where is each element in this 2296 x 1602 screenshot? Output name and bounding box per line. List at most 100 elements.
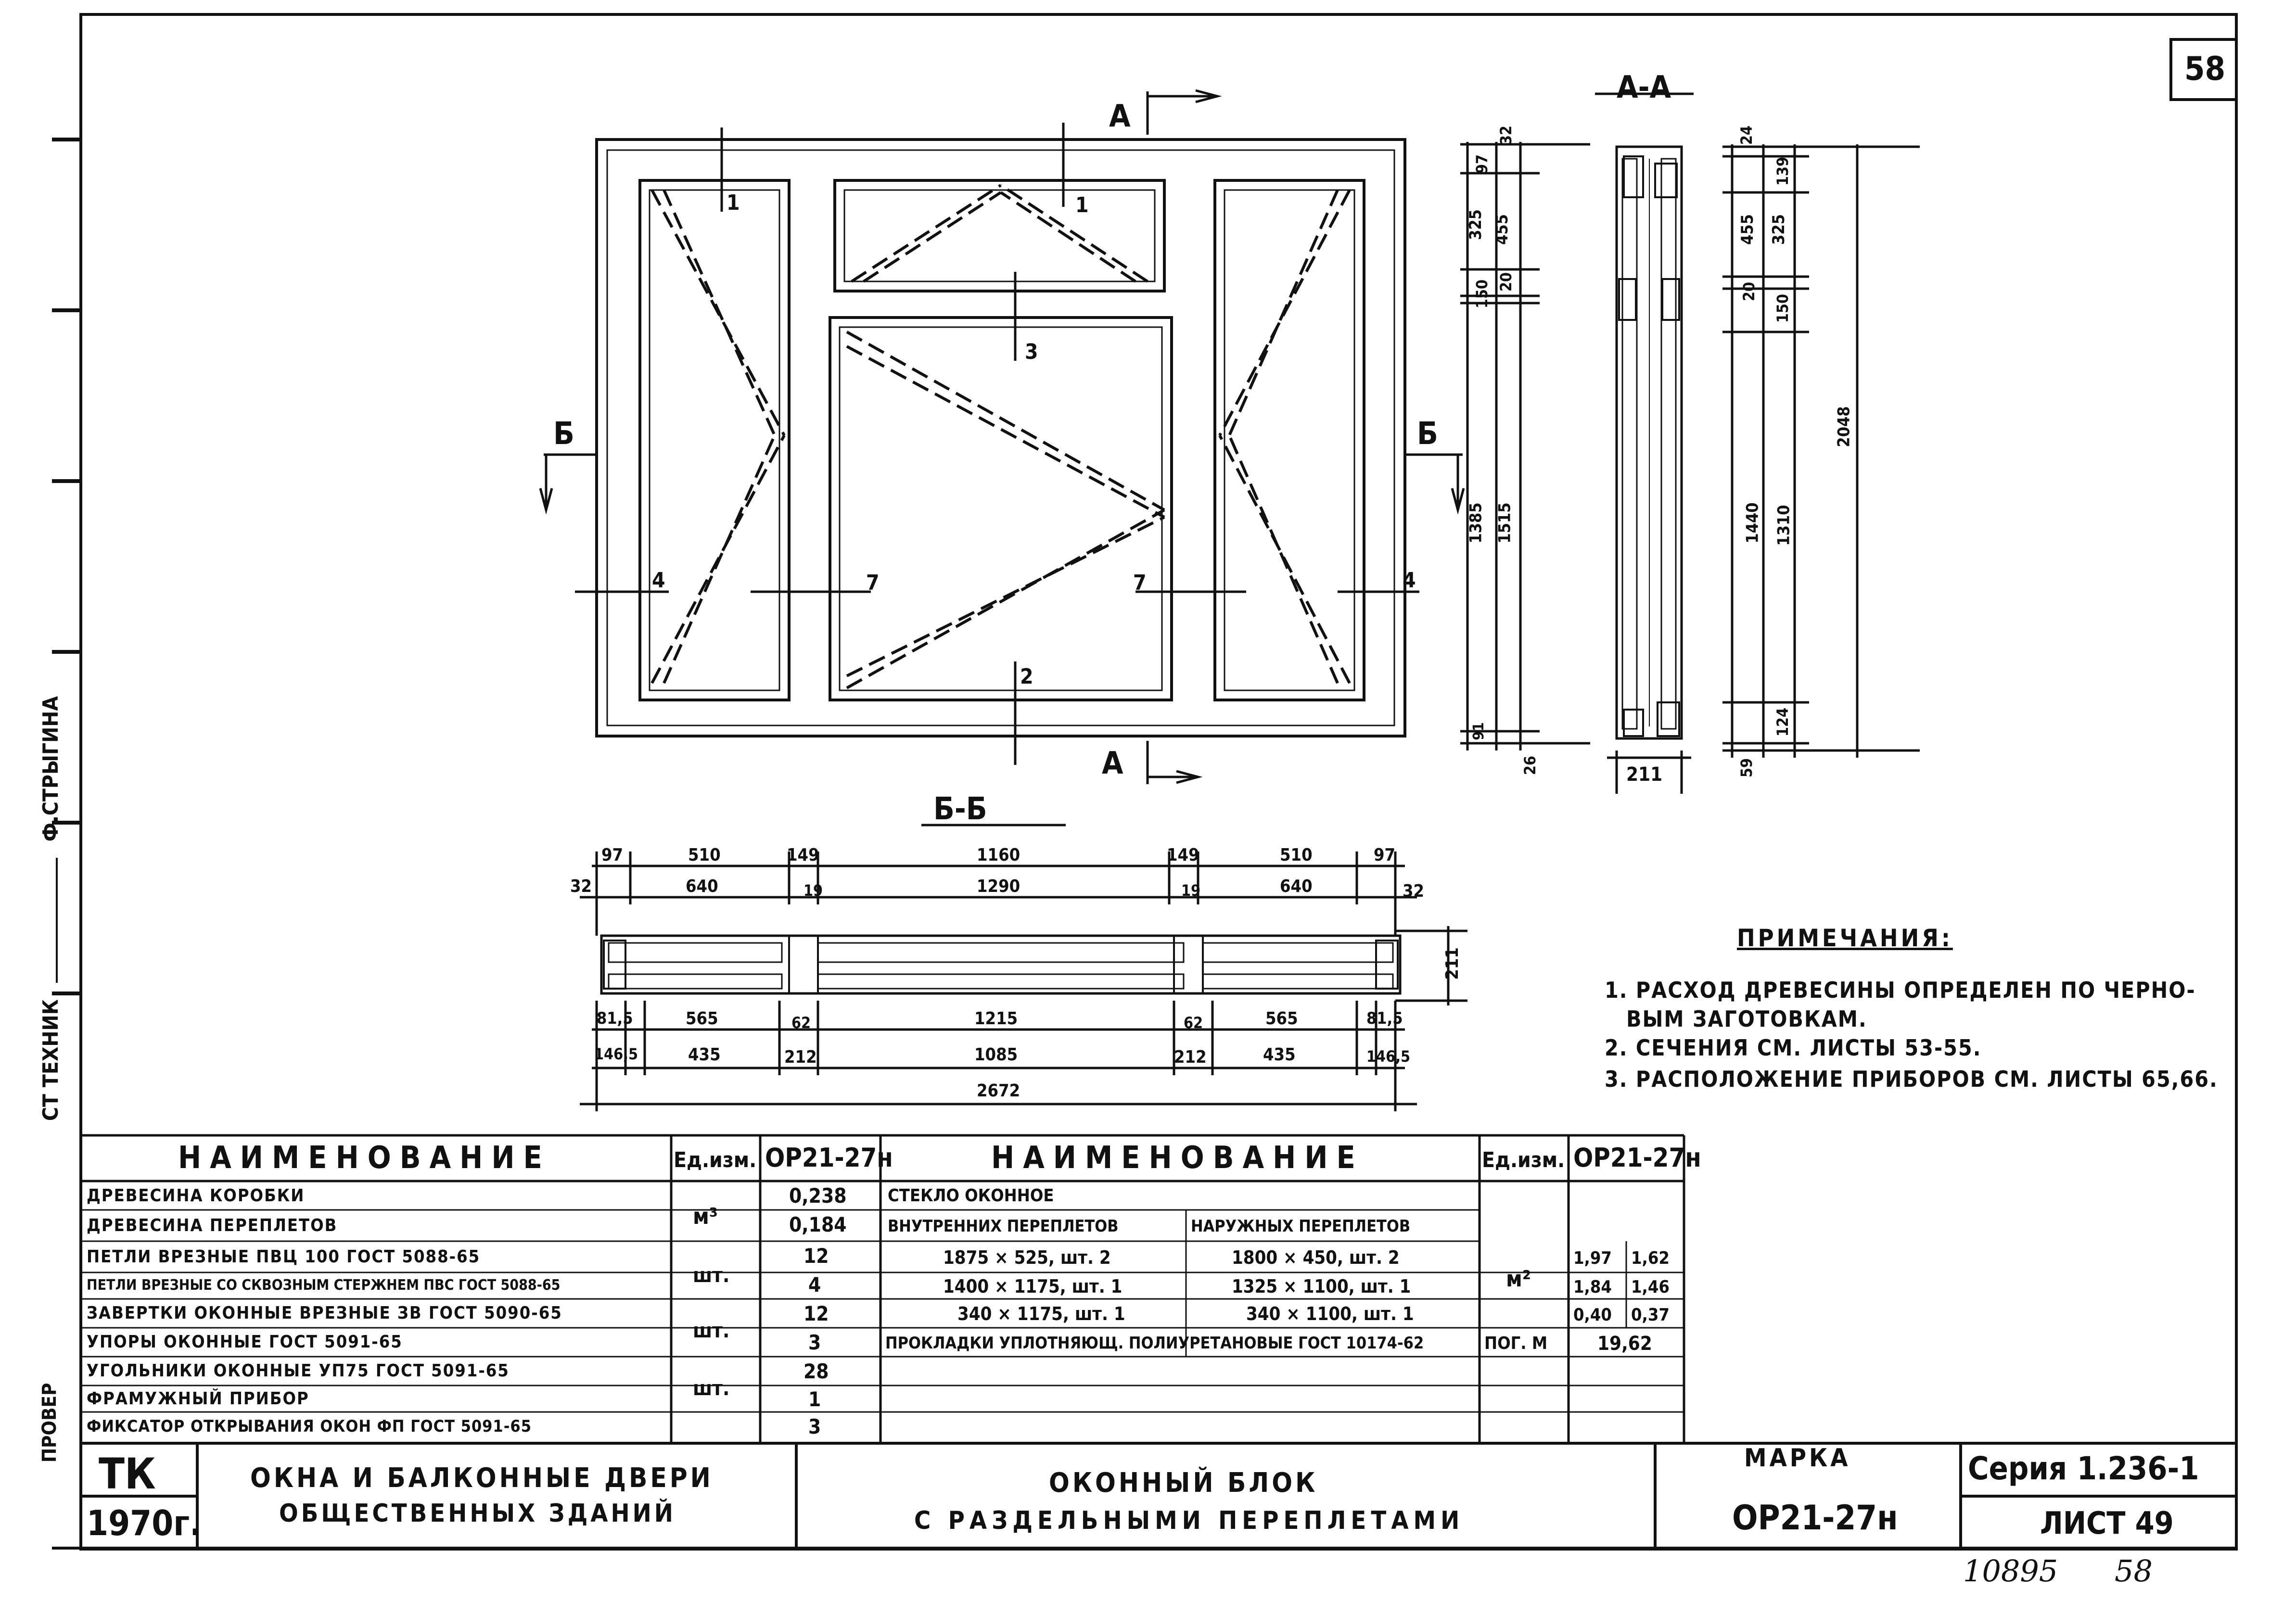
note-line-2: вым заготовкам. xyxy=(1626,1006,1867,1032)
archive-stamp: 10895 xyxy=(1963,1553,2058,1589)
unit-cell: м³ xyxy=(693,1203,718,1229)
spec-table-grid xyxy=(81,1134,1685,1443)
cut-b-left-label: Б xyxy=(553,416,574,452)
dim: 325 xyxy=(1769,214,1788,245)
dim: 565 xyxy=(1265,1009,1298,1029)
row-name: Упоры оконные ГОСТ 5091-65 xyxy=(87,1332,403,1352)
mark-value: ОР21-27н xyxy=(1732,1498,1898,1538)
col-header-value: ОР21-27н xyxy=(765,1143,893,1173)
row-name: Петли врезные ПВЦ 100 ГОСТ 5088-65 xyxy=(87,1247,481,1267)
side-stamp-name: Ф.СТРЫГИНА xyxy=(38,696,63,842)
dim: 97 xyxy=(601,845,624,865)
notes-block: Примечания: 1. Расход древесины определе… xyxy=(1605,926,2217,1090)
glass-sub-outer: Наружных переплетов xyxy=(1191,1217,1411,1236)
section-bb-depth: 211 xyxy=(1442,947,1462,980)
glass-inner: 1400 × 1175, шт. 1 xyxy=(943,1276,1122,1297)
sheet-number: 58 xyxy=(2184,50,2226,88)
dim: 26 xyxy=(1521,755,1540,776)
title-block-grid xyxy=(81,1442,2237,1549)
section-aa-drawing xyxy=(1460,92,1920,794)
dim: 20 xyxy=(1497,272,1516,292)
glass-unit: м² xyxy=(1506,1266,1531,1292)
row-value: 12 xyxy=(804,1302,829,1325)
dim: 510 xyxy=(688,845,721,865)
dim: 124 xyxy=(1773,707,1792,737)
dim: 325 xyxy=(1466,209,1485,240)
section-leaders xyxy=(539,89,1465,784)
dim: 139 xyxy=(1773,156,1792,186)
dim: 1085 xyxy=(974,1045,1018,1065)
glass-outer: 1800 × 450, шт. 2 xyxy=(1232,1247,1400,1268)
series-code: Серия 1.236-1 xyxy=(1968,1450,2199,1487)
mark-left-frame: 4 xyxy=(652,568,665,593)
row-value: 1 xyxy=(808,1387,821,1411)
dim: 1515 xyxy=(1495,502,1515,544)
glass-v2: 1,62 xyxy=(1631,1248,1670,1268)
unit-cell: шт. xyxy=(693,1319,730,1342)
glass-title: Стекло оконное xyxy=(888,1186,1054,1206)
gasket-value: 19,62 xyxy=(1597,1333,1652,1355)
mark-left-sash: 1 xyxy=(727,191,740,215)
dim: 149 xyxy=(787,845,819,865)
col-header-unit: Ед.изм. xyxy=(1482,1148,1565,1172)
cut-a-bottom-label: А xyxy=(1102,746,1123,781)
dim: 32 xyxy=(1403,881,1425,901)
sheet-title-line1: Оконный блок xyxy=(1049,1467,1318,1499)
dim: 146,5 xyxy=(594,1045,638,1063)
row-name: Фрамужный прибор xyxy=(87,1389,309,1409)
glass-v2: 1,46 xyxy=(1631,1277,1670,1297)
glass-outer: 340 × 1100, шт. 1 xyxy=(1246,1303,1414,1324)
year: 1970г. xyxy=(87,1503,202,1543)
row-value: 0,238 xyxy=(789,1184,847,1208)
gasket-unit: пог. м xyxy=(1484,1334,1548,1353)
glass-inner: 1875 × 525, шт. 2 xyxy=(943,1247,1111,1268)
dim: 97 xyxy=(1374,845,1396,865)
dim: 150 xyxy=(1773,293,1792,323)
dim: 1385 xyxy=(1466,502,1486,544)
row-name: Древесина коробки xyxy=(87,1186,305,1206)
dim: 640 xyxy=(686,877,718,896)
archive-page: 58 xyxy=(2115,1553,2153,1589)
window-elevation xyxy=(595,138,1406,737)
mark-center-right: 7 xyxy=(1133,571,1147,595)
dim: 1310 xyxy=(1774,505,1794,546)
sheet-title-line2: с раздельными переплетами xyxy=(914,1506,1465,1535)
mark-center-left: 7 xyxy=(866,571,880,595)
project-title-line1: Окна и балконные двери xyxy=(250,1462,714,1494)
signature-mark xyxy=(56,858,58,983)
sheet-frame xyxy=(52,13,2238,1551)
cut-b-right-label: Б xyxy=(1417,416,1438,452)
section-bb-total: 2672 xyxy=(977,1081,1020,1101)
row-name: Древесина переплетов xyxy=(87,1216,338,1235)
glass-v2: 0,37 xyxy=(1631,1305,1670,1325)
cut-a-top-label: А xyxy=(1109,99,1131,134)
row-name: Угольники оконные УП75 ГОСТ 5091-65 xyxy=(87,1361,510,1381)
glass-outer: 1325 × 1100, шт. 1 xyxy=(1232,1276,1411,1297)
col-header-name: Наименование xyxy=(991,1140,1364,1176)
dim: 81,5 xyxy=(597,1009,633,1028)
dim: 435 xyxy=(1263,1045,1296,1065)
unit-cell: шт. xyxy=(693,1263,730,1287)
dim: 212 xyxy=(1174,1047,1207,1067)
col-header-value: ОР21-27н xyxy=(1573,1143,1701,1173)
dim: 62 xyxy=(1184,1014,1203,1032)
side-stamp-role: СТ ТЕХНИК xyxy=(38,999,63,1121)
row-value: 4 xyxy=(808,1273,821,1297)
col-header-unit: Ед.изм. xyxy=(674,1148,757,1172)
gasket-name: Прокладки уплотняющ. полиуретановые ГОСТ… xyxy=(885,1334,1424,1353)
row-value: 3 xyxy=(808,1415,821,1438)
dim: 455 xyxy=(1492,214,1512,245)
dim: 19 xyxy=(804,881,823,900)
row-value: 3 xyxy=(808,1331,821,1354)
mark-center-top: 3 xyxy=(1025,340,1038,364)
dim: 510 xyxy=(1280,845,1313,865)
row-value: 28 xyxy=(804,1360,829,1383)
dim: 1440 xyxy=(1743,502,1762,544)
note-line-4: 3. Расположение приборов см. листы 65,66… xyxy=(1605,1066,2218,1092)
section-bb-drawing xyxy=(580,824,1467,1111)
dim: 97 xyxy=(1473,154,1492,174)
unit-cell: шт. xyxy=(693,1376,730,1400)
glass-v1: 0,40 xyxy=(1573,1305,1612,1325)
dim: 149 xyxy=(1167,845,1199,865)
